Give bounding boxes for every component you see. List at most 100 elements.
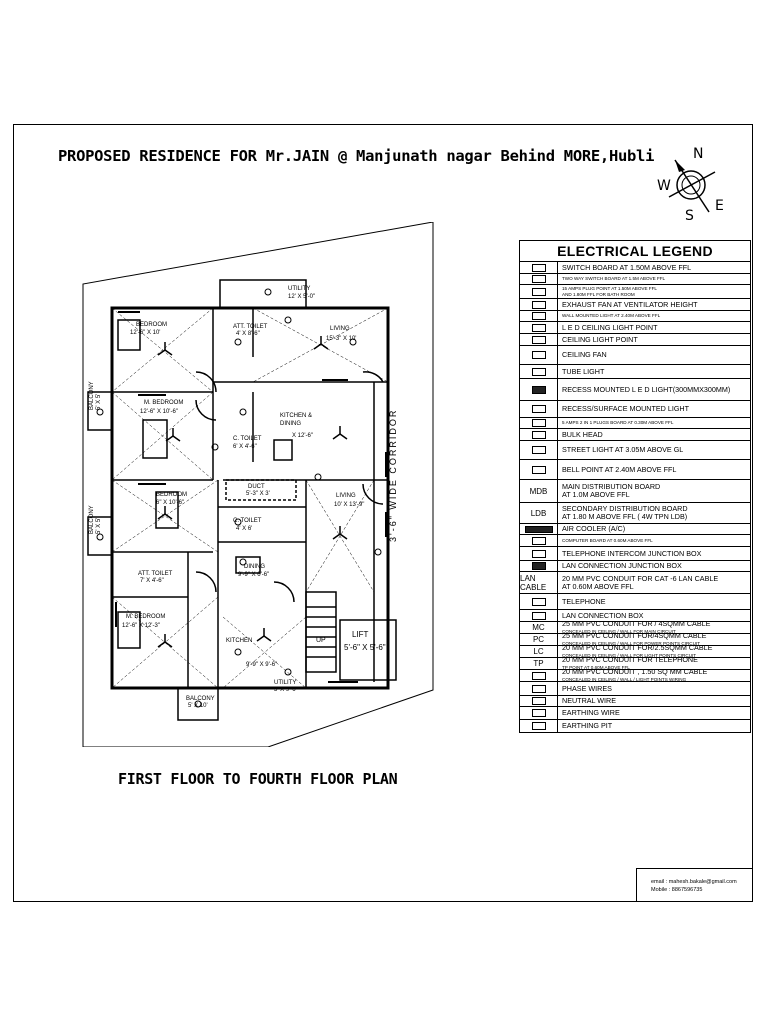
label-m-bedroom-2: M. BEDROOM: [126, 614, 165, 620]
compass-w: W: [657, 178, 671, 194]
legend-title: ELECTRICAL LEGEND: [520, 241, 750, 262]
legend-text-2: CONCEALED IN CEILING / WALL / LIGHT POIN…: [562, 676, 687, 682]
main-distribution-board-icon: MDB: [520, 480, 558, 502]
label-kitchen: KITCHEN: [226, 638, 252, 644]
legend-text: NEUTRAL WIRE: [562, 696, 617, 705]
ceiling-fan-icon: [520, 346, 558, 364]
legend-text: LAN CONNECTION JUNCTION BOX: [562, 561, 682, 570]
label-living-2: LIVING: [336, 493, 356, 499]
legend-text: 25 MM PVC CONDUIT FOR/4SQMM CABLE: [562, 634, 707, 640]
svg-text:12' X 5'-0": 12' X 5'-0": [288, 294, 315, 300]
bed-1: [117, 319, 141, 351]
legend-text: EARTHING PIT: [562, 721, 613, 730]
label-balcony-1: BALCONY: [89, 381, 95, 410]
label-bedroom-2: BEDROOM: [156, 492, 187, 498]
lan-box-icon: [520, 610, 558, 621]
pc-conduit-icon: PC: [520, 634, 558, 645]
legend-row: NEUTRAL WIRE: [520, 696, 750, 707]
legend-row: TELEPHONE: [520, 594, 750, 610]
label-corridor: 3'-6" WIDE CORRIDOR: [388, 409, 398, 542]
label-balcony-3: BALCONY: [186, 696, 215, 702]
svg-text:6" X 10'-6": 6" X 10'-6": [156, 500, 184, 506]
legend-row: LAN CONNECTION JUNCTION BOX: [520, 561, 750, 572]
air-cooler-icon: [520, 524, 558, 534]
legend-row: STREET LIGHT AT 3.05M ABOVE GL: [520, 441, 750, 460]
label-bedroom-1: BEDROOM: [136, 322, 167, 328]
svg-text:5' X 5': 5' X 5': [96, 394, 102, 410]
label-utility-2: UTILITY: [274, 680, 296, 686]
label-m-bedroom-1: M. BEDROOM: [144, 400, 183, 406]
label-lift: LIFT: [352, 630, 369, 639]
svg-text:3' X 9'-6": 3' X 9'-6": [274, 687, 298, 693]
legend-row: TWO WAY SWITCH BOARD AT 1.5M ABOVE FFL: [520, 274, 750, 285]
legend-row: SWITCH BOARD AT 1.50M ABOVE FFL: [520, 262, 750, 274]
svg-text:9'-9" X 9'-6": 9'-9" X 9'-6": [246, 662, 277, 668]
label-up: UP: [316, 637, 326, 644]
svg-text:12'-6" X 10'-6": 12'-6" X 10'-6": [140, 409, 178, 415]
legend-row: CEILING LIGHT POINT: [520, 334, 750, 346]
legend-text-2: AND 1.80M FFL FOR BATH ROOM: [562, 291, 635, 297]
exhaust-fan-icon: [520, 299, 558, 310]
site-boundary: [82, 222, 434, 747]
bed-4: [117, 611, 141, 649]
legend-text: BELL POINT AT 2.40M ABOVE FFL: [562, 464, 677, 474]
phase-wires-icon: [520, 682, 558, 695]
label-living-1: LIVING: [330, 326, 350, 332]
legend-row: L E D CEILING LIGHT POINT: [520, 322, 750, 334]
legend-row: 5 AMPS 2 IN 1 PLUGS BOARD AT 0.30M ABOVE…: [520, 418, 750, 429]
compass-e: E: [715, 198, 724, 214]
label-kitchen-dining: KITCHEN &: [280, 413, 312, 419]
svg-text:5' X 10': 5' X 10': [188, 703, 208, 709]
legend-text-2: CONCEALED IN CEILING / WALL FOR POWER PO…: [562, 640, 700, 646]
legend-code: MC: [532, 623, 545, 632]
legend-text: COMPUTER BOARD AT 0.60M ABOVE FFL: [562, 537, 653, 543]
telephone-junction-icon: [520, 547, 558, 560]
legend-row: BULK HEAD: [520, 429, 750, 441]
credit-box: email : mahesh.bakale@gmail.com Mobile :…: [636, 868, 753, 902]
label-duct: DUCT: [248, 484, 265, 490]
wall-duct: [225, 479, 297, 501]
legend-row: TUBE LIGHT: [520, 365, 750, 379]
legend-code: TP: [533, 659, 544, 668]
svg-text:4' X 8'-6": 4' X 8'-6": [236, 331, 260, 337]
legend-text: CEILING FAN: [562, 350, 607, 359]
legend-text: LAN CONNECTION BOX: [562, 610, 644, 620]
wall-balcony-2: [87, 516, 113, 556]
legend-text: 20 MM PVC CONDUIT FOR CAT -6 LAN CABLE: [562, 573, 719, 583]
legend-text: EARTHING WIRE: [562, 708, 620, 717]
wall-balcony-3: [177, 687, 219, 721]
wall-utility-top: [219, 279, 307, 309]
legend-row: EARTHING WIRE: [520, 707, 750, 720]
label-att-toilet-1: ATT. TOILET: [233, 324, 268, 330]
bed-3: [155, 491, 179, 529]
label-utility-top: UTILITY: [288, 286, 310, 292]
legend-text: RECESS/SURFACE MOUNTED LIGHT: [562, 404, 689, 413]
legend-text: AIR COOLER (A/C): [562, 524, 626, 533]
legend-text: 20 MM PVC CONDUIT , 1.50 SQ MM CABLE: [562, 670, 708, 676]
computer-board-icon: [520, 535, 558, 546]
wall-lift: [339, 619, 397, 681]
svg-text:5' X 5': 5' X 5': [96, 518, 102, 534]
svg-text:7' X 4'-6": 7' X 4'-6": [140, 578, 164, 584]
legend-row: RECESS/SURFACE MOUNTED LIGHT: [520, 401, 750, 418]
legend-text: TUBE LIGHT: [562, 366, 605, 376]
legend-text: TELEPHONE INTERCOM JUNCTION BOX: [562, 548, 702, 558]
light-conduit-icon: [520, 670, 558, 681]
legend-row: PHASE WIRES: [520, 682, 750, 696]
recess-surface-light-icon: [520, 401, 558, 417]
label-dining: DINING: [244, 564, 265, 570]
earthing-pit-icon: [520, 720, 558, 732]
legend-row: LAN CONNECTION BOX: [520, 610, 750, 622]
legend-text: 20 MM PVC CONDUIT FOR TELEPHONE: [562, 658, 698, 664]
legend-row: RECESS MOUNTED L E D LIGHT(300MMX300MM): [520, 379, 750, 401]
neutral-wire-icon: [520, 696, 558, 706]
ceiling-light-icon: [520, 334, 558, 345]
label-att-toilet-2: ATT. TOILET: [138, 571, 173, 577]
legend-text: RECESS MOUNTED L E D LIGHT(300MMX300MM): [562, 384, 731, 394]
two-way-switch-icon: [520, 274, 558, 284]
legend-row: BELL POINT AT 2.40M ABOVE FFL: [520, 460, 750, 480]
plug-point-icon: [520, 285, 558, 298]
legend-row: CEILING FAN: [520, 346, 750, 365]
ceiling-light-icons: [96, 288, 382, 708]
